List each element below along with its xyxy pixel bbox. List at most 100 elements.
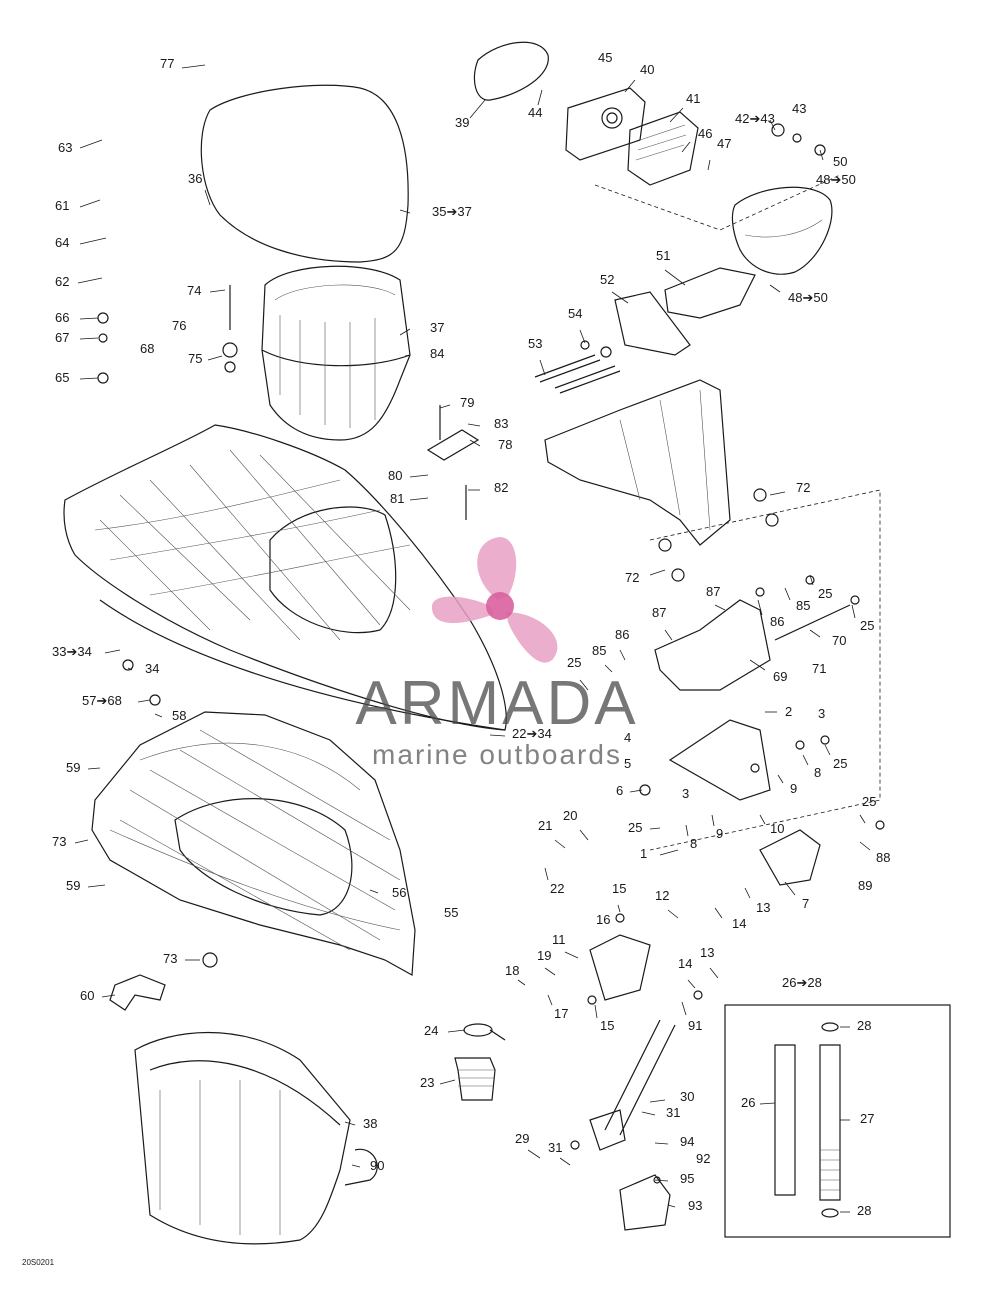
callout-c3b: 3	[682, 786, 689, 801]
callout-c64: 64	[55, 235, 107, 250]
callout-c13b: 13	[700, 945, 719, 979]
callout-label: 85	[796, 598, 810, 613]
callout-label: 18	[505, 963, 519, 978]
callout-label: 25	[818, 586, 832, 601]
callout-c28b: 28	[840, 1203, 871, 1218]
callout-label: 68	[140, 341, 154, 356]
callout-c88: 88	[859, 841, 890, 865]
leader-line	[851, 604, 856, 619]
bracket-52-part	[614, 291, 691, 356]
callout-c1: 1	[640, 846, 679, 861]
callout-label: 93	[688, 1198, 702, 1213]
filler-neck-part	[454, 1057, 496, 1101]
callout-label: 27	[860, 1111, 874, 1126]
callout-label: 37	[430, 320, 444, 335]
bracket-part	[627, 111, 699, 186]
callout-label: 26➔28	[782, 975, 822, 990]
leader-line	[137, 699, 151, 703]
leader-line	[802, 754, 809, 766]
leader-line	[404, 354, 411, 357]
leader-line	[624, 79, 636, 93]
leader-line	[87, 767, 101, 770]
callout-c63: 63	[58, 139, 103, 155]
callout-label: 72	[625, 570, 639, 585]
callout-c61: 61	[55, 198, 101, 213]
callout-label: 12	[655, 888, 669, 903]
leader-line	[707, 159, 711, 171]
callout-c31a: 31	[641, 1105, 680, 1120]
callout-c15b: 15	[594, 1004, 614, 1033]
callout-c85a: 85	[784, 587, 810, 613]
leader-line	[399, 328, 411, 336]
callout-label: 71	[812, 661, 826, 676]
callout-label: 89	[858, 878, 872, 893]
callout-label: 79	[460, 395, 474, 410]
callout-label: 69	[773, 669, 787, 684]
callout-label: 15	[600, 1018, 614, 1033]
callout-c29: 29	[515, 1131, 541, 1159]
callout-c9b: 9	[711, 814, 723, 841]
callout-c58: 58	[154, 708, 186, 723]
callout-c25f: 25	[859, 794, 876, 824]
visor-part	[473, 41, 549, 101]
leader-line	[659, 849, 679, 856]
callout-label: 26	[741, 1095, 755, 1110]
leader-line	[207, 355, 223, 361]
leader-line	[757, 599, 763, 616]
callout-label: 6	[616, 783, 623, 798]
callout-label: 45	[598, 50, 612, 65]
leader-line	[664, 629, 673, 641]
leader-line	[594, 1004, 598, 1019]
callout-label: 76	[172, 318, 186, 333]
steering-column-part	[589, 934, 651, 1001]
callout-label: 48➔50	[816, 172, 856, 187]
leader-line	[744, 887, 751, 899]
callout-c56: 56	[369, 885, 406, 900]
callout-label: 50	[833, 154, 847, 169]
leader-line	[564, 951, 579, 959]
leader-line	[649, 827, 661, 830]
callout-label: 33➔34	[52, 644, 92, 659]
callout-c50: 50	[819, 149, 847, 169]
callout-c86b: 86	[615, 627, 629, 661]
callout-label: 22	[550, 881, 564, 896]
callout-c25b: 25	[851, 604, 874, 633]
callout-c5: 5	[624, 756, 631, 771]
leader-line	[669, 107, 684, 123]
callout-label: 30	[680, 1089, 694, 1104]
callout-label: 3	[818, 706, 825, 721]
callout-c46: 46	[681, 126, 712, 153]
callout-c8a: 8	[802, 754, 821, 780]
callout-c94: 94	[654, 1134, 694, 1149]
leader-line	[579, 329, 586, 344]
leader-line	[439, 1079, 456, 1085]
leader-line	[79, 377, 99, 380]
leader-line	[517, 979, 526, 986]
leader-line	[664, 269, 686, 286]
leader-line	[154, 713, 163, 718]
callout-label: 52	[600, 272, 614, 287]
leader-line	[439, 404, 451, 409]
callout-label: 94	[680, 1134, 694, 1149]
callout-label: 86	[770, 614, 784, 629]
callout-c31b: 31	[548, 1140, 571, 1166]
callout-label: 60	[80, 988, 94, 1003]
callout-c68: 68	[140, 341, 154, 356]
callout-label: 20	[563, 808, 577, 823]
support-frame-part	[544, 379, 731, 546]
callout-label: 40	[640, 62, 654, 77]
leader-line	[527, 1149, 541, 1159]
leader-line	[351, 1164, 361, 1168]
leader-line	[79, 139, 103, 149]
windshield-part	[200, 84, 409, 263]
callout-label: 16	[596, 912, 610, 927]
callout-label: 90	[370, 1158, 384, 1173]
callout-c4: 4	[624, 730, 631, 745]
callout-c14a: 14	[714, 907, 746, 931]
callout-c27: 27	[840, 1111, 874, 1126]
steering-bracket-part	[654, 599, 771, 691]
callout-c25c: 25	[567, 655, 589, 691]
callout-label: 62	[55, 274, 69, 289]
bracket-51-part	[664, 267, 756, 319]
